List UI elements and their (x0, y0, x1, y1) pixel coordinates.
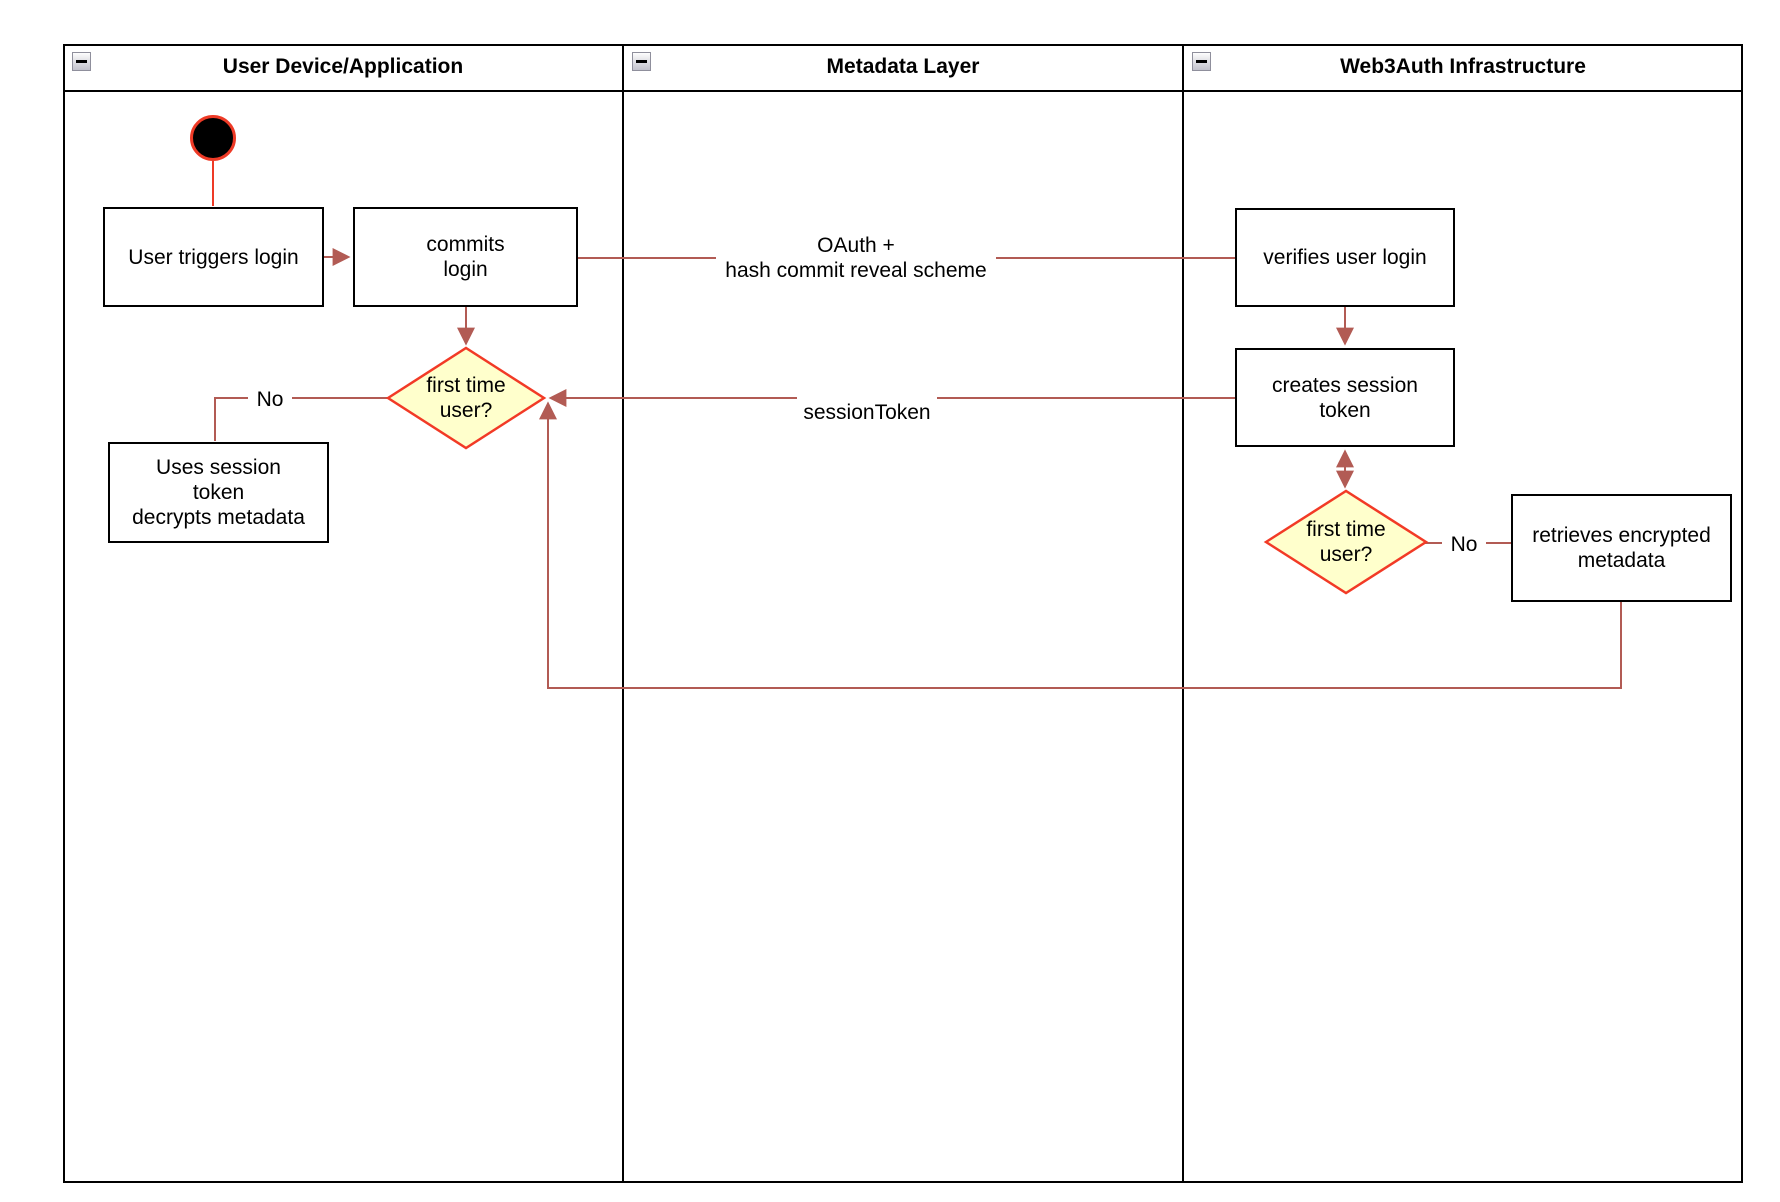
edge-no-to-uses-session (214, 397, 388, 441)
minus-glyph (1196, 60, 1207, 63)
edge-label-no-infra: No (1442, 531, 1486, 557)
edge-loop-retrieves-to-decision (539, 401, 1622, 689)
collapse-icon[interactable] (632, 52, 651, 71)
node-creates-session-token[interactable]: creates session token (1235, 348, 1455, 447)
lane-title: User Device/Application (222, 55, 464, 78)
edge-label-oauth: OAuth + hash commit reveal scheme (716, 234, 996, 282)
node-retrieves-encrypted-metadata[interactable]: retrieves encrypted metadata (1511, 494, 1732, 602)
decision-label-infra: first time user? (1306, 518, 1386, 566)
swimlane-frame (63, 44, 1743, 1183)
lane-divider-1 (622, 44, 624, 1183)
node-user-triggers-login[interactable]: User triggers login (103, 207, 324, 307)
node-uses-session-token[interactable]: Uses session token decrypts metadata (108, 442, 329, 543)
decision-label-user: first time user? (426, 374, 506, 422)
lane-header-user-device: User Device/Application (63, 44, 623, 90)
edge-label-session-token: sessionToken (797, 397, 937, 427)
collapse-icon[interactable] (1192, 52, 1211, 71)
lane-title: Metadata Layer (826, 55, 980, 78)
collapse-icon[interactable] (72, 52, 91, 71)
edge-label-no-user: No (248, 386, 292, 412)
lane-divider-2 (1182, 44, 1184, 1183)
decision-first-time-user-infra[interactable] (1263, 489, 1429, 595)
start-node[interactable] (190, 115, 236, 161)
decision-first-time-user-device[interactable] (385, 346, 547, 450)
minus-glyph (636, 60, 647, 63)
lane-title: Web3Auth Infrastructure (1340, 55, 1586, 78)
node-commits-login[interactable]: commits login (353, 207, 578, 307)
node-verifies-user-login[interactable]: verifies user login (1235, 208, 1455, 307)
lane-header-metadata-layer: Metadata Layer (623, 44, 1183, 90)
header-divider (65, 90, 1741, 92)
lane-header-web3auth: Web3Auth Infrastructure (1183, 44, 1743, 90)
minus-glyph (76, 60, 87, 63)
